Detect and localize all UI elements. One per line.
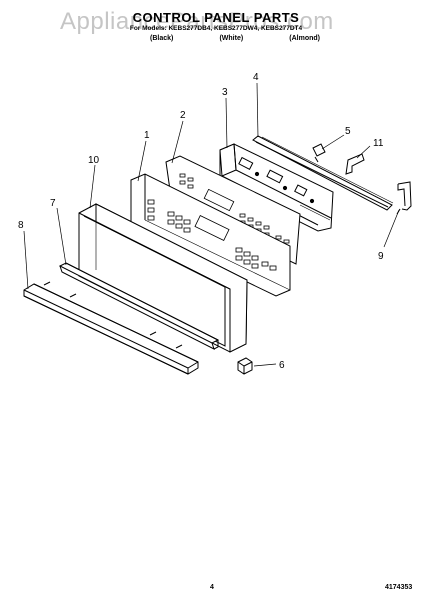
callout-7: 7 xyxy=(50,198,56,209)
part-11-bracket xyxy=(345,153,365,175)
color-label-white: (White) xyxy=(219,35,244,42)
diagram-title: CONTROL PANEL PARTS xyxy=(132,10,300,25)
part-7-trim xyxy=(58,262,220,350)
page-number: 4 xyxy=(210,584,214,591)
document-code: 4174353 xyxy=(385,584,413,591)
callout-6: 6 xyxy=(279,360,285,371)
callout-1: 1 xyxy=(144,130,150,141)
part-4-strip xyxy=(252,135,394,211)
callout-8: 8 xyxy=(18,220,24,231)
callout-10: 10 xyxy=(88,155,100,166)
part-8-bottom-panel xyxy=(23,281,199,375)
callout-2: 2 xyxy=(180,110,186,121)
callout-4: 4 xyxy=(253,72,259,83)
callout-11: 11 xyxy=(373,138,384,149)
model-list: For Models: KEBS277DB4, KEBS277DW4, KEBS… xyxy=(129,25,303,32)
color-labels: (Black) (White) (Almond) xyxy=(150,35,320,42)
part-6-connector xyxy=(237,357,253,375)
callout-3: 3 xyxy=(222,87,228,98)
part-5-clip xyxy=(312,143,326,163)
callout-5: 5 xyxy=(345,126,351,137)
part-3-control-board xyxy=(219,143,334,232)
color-label-almond: (Almond) xyxy=(289,35,320,42)
part-9-hook xyxy=(396,181,412,215)
leader-lines xyxy=(23,82,400,367)
callout-9: 9 xyxy=(378,251,384,262)
part-10-frame xyxy=(78,203,248,353)
color-label-black: (Black) xyxy=(150,35,174,42)
callouts: 1 2 3 4 5 6 7 8 9 10 11 xyxy=(18,72,384,371)
